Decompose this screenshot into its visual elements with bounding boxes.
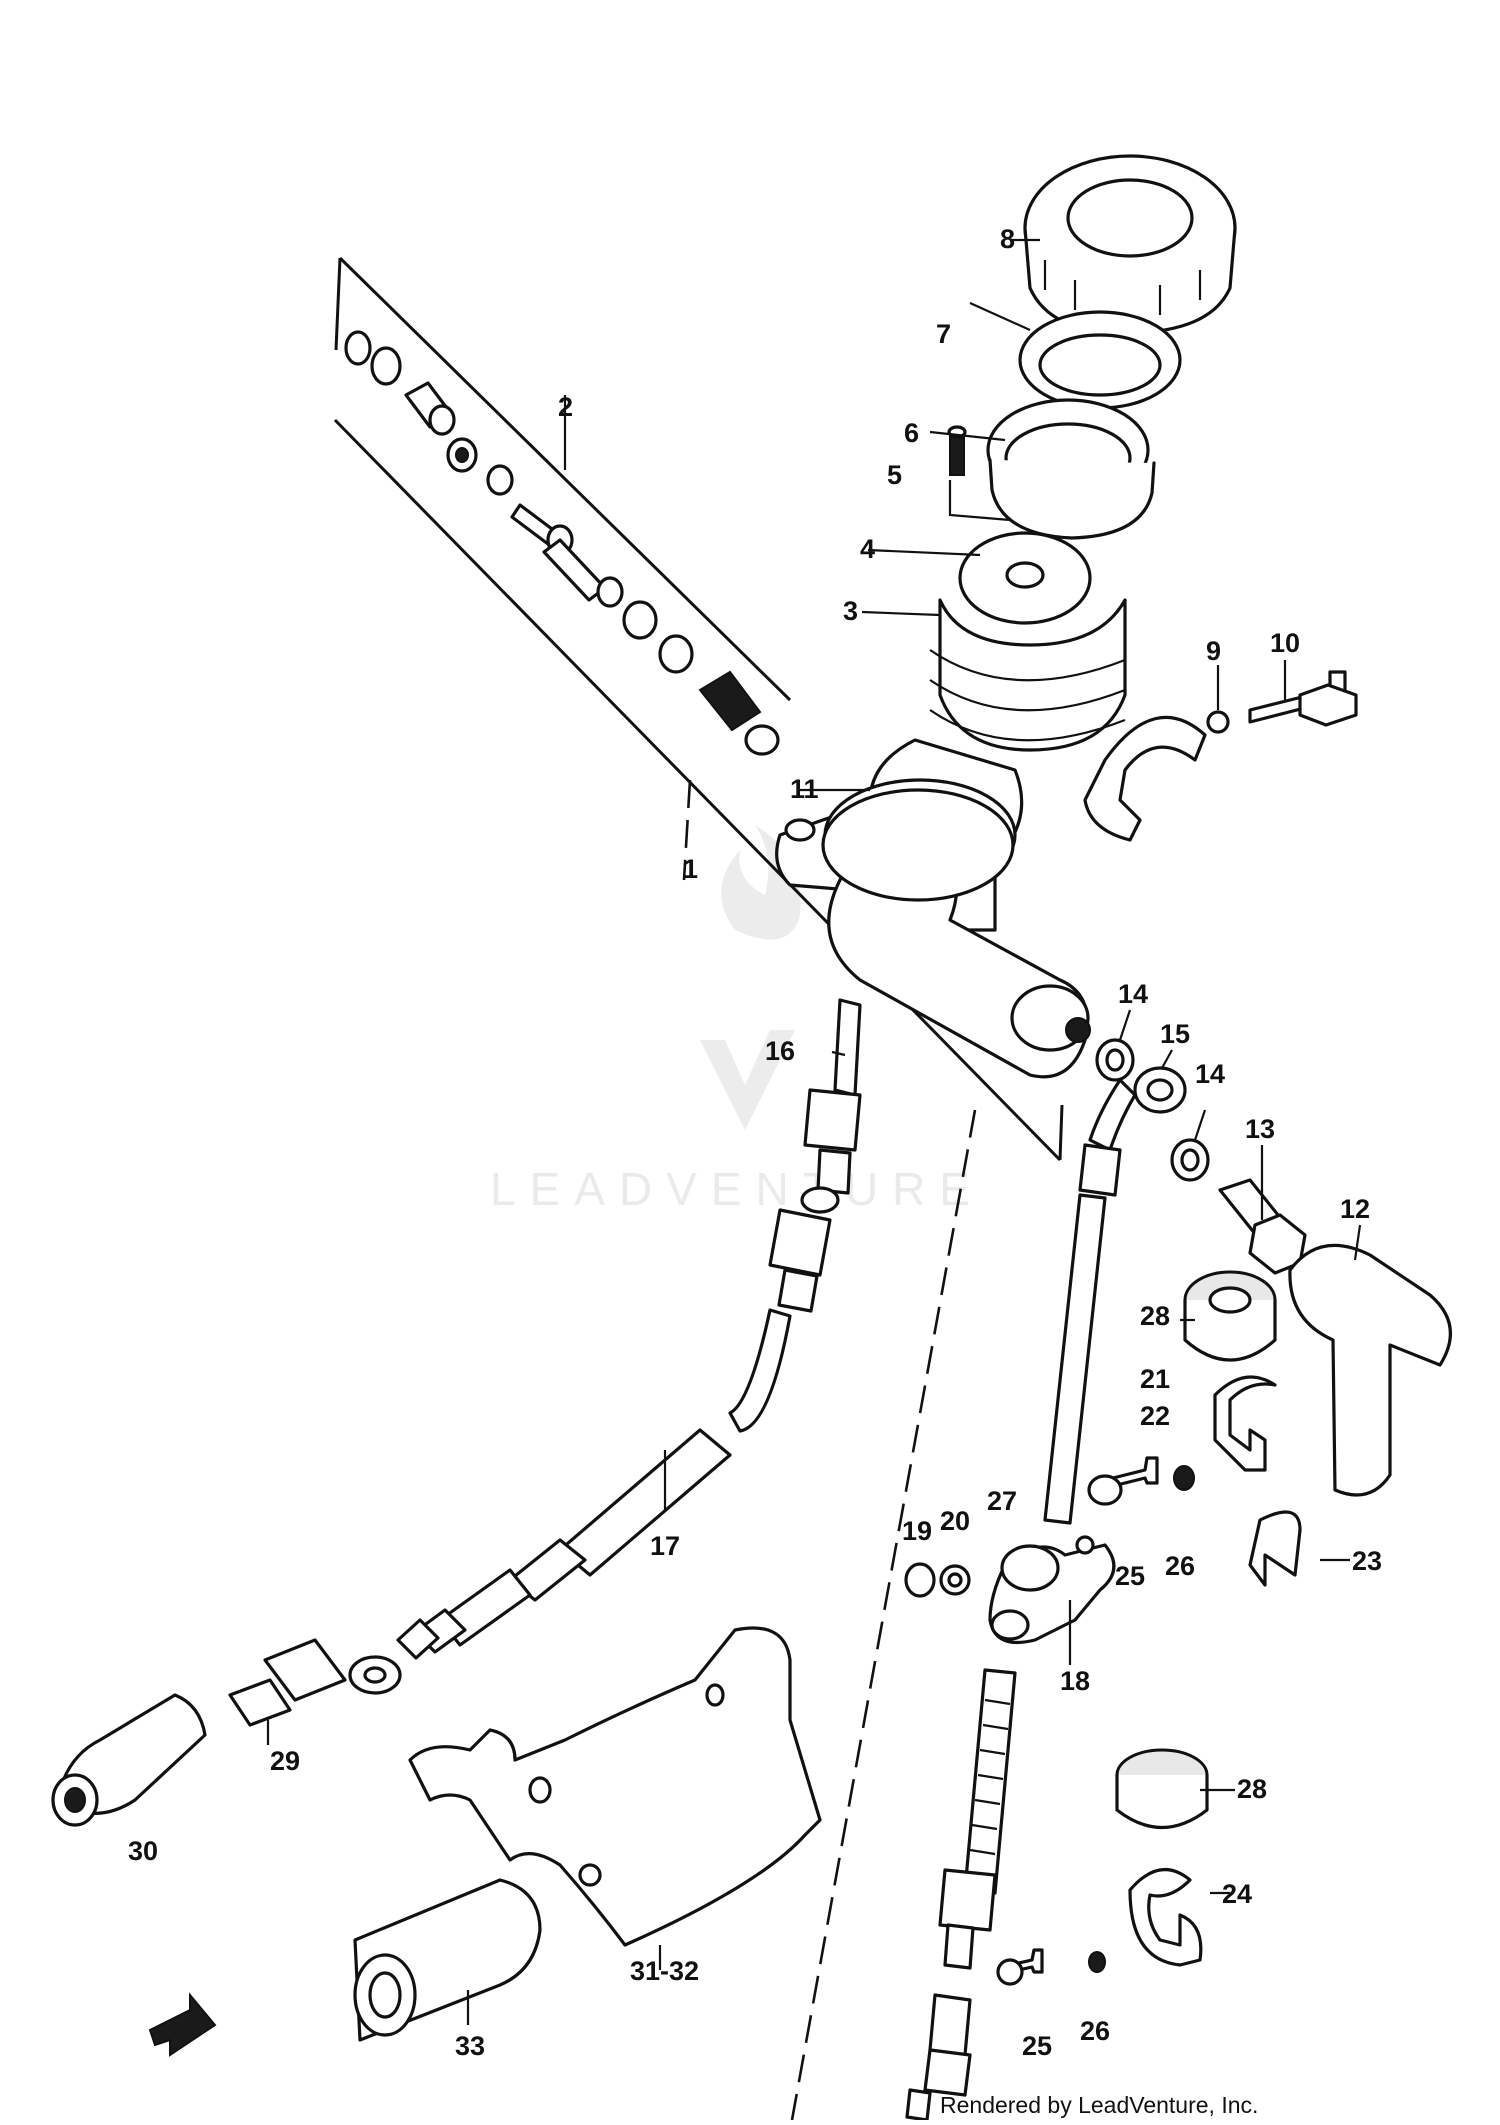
- assembly-bracket: [333, 256, 1064, 2121]
- callout-10: 10: [1270, 628, 1300, 658]
- callout-6: 6: [904, 418, 919, 448]
- callout-5: 5: [887, 460, 902, 490]
- callout-21: 21: [1140, 1364, 1170, 1394]
- watermark-v-icon: [700, 1030, 795, 1130]
- callout-3: 3: [843, 596, 858, 626]
- grommets-and-clips: [1115, 1243, 1452, 1967]
- callout-11: 11: [790, 774, 819, 804]
- handlebar-clamp: [1083, 670, 1358, 842]
- leader-lines: [266, 238, 1362, 2025]
- callout-20: 20: [940, 1506, 970, 1536]
- callout-15: 15: [1160, 1019, 1190, 1049]
- callout-33: 33: [455, 2031, 485, 2061]
- left-hose: [348, 998, 862, 1695]
- callout-14a: 14: [1118, 979, 1148, 1009]
- callout-12: 12: [1340, 1194, 1370, 1224]
- callout-26a: 26: [1165, 1551, 1195, 1581]
- banjo-fittings: [1095, 1038, 1307, 1275]
- direction-arrow-icon: [148, 1992, 217, 2057]
- callout-8: 8: [1000, 224, 1015, 254]
- callout-31-32: 31-32: [630, 1956, 699, 1986]
- callout-25a: 25: [1115, 1561, 1145, 1591]
- right-hose: [905, 1078, 1137, 2122]
- callout-22: 22: [1140, 1401, 1170, 1431]
- small-hardware: [904, 1456, 1195, 1986]
- callout-30: 30: [128, 1836, 158, 1866]
- callout-19: 19: [902, 1516, 932, 1546]
- callout-26b: 26: [1080, 2016, 1110, 2046]
- callout-9: 9: [1206, 636, 1221, 666]
- callout-1: 1: [683, 854, 698, 884]
- callout-14b: 14: [1195, 1059, 1225, 1089]
- hose-end-fittings: [51, 1638, 347, 1827]
- callout-29: 29: [270, 1746, 300, 1776]
- callout-2: 2: [558, 392, 573, 422]
- callout-23: 23: [1352, 1546, 1382, 1576]
- reservoir-parts: [929, 154, 1237, 752]
- callout-27: 27: [987, 1486, 1017, 1516]
- callout-18: 18: [1060, 1666, 1090, 1696]
- callout-4: 4: [860, 534, 875, 564]
- callout-7: 7: [936, 319, 951, 349]
- callout-28b: 28: [1237, 1774, 1267, 1804]
- footer-credit: Rendered by LeadVenture, Inc.: [940, 2092, 1259, 2118]
- callout-13: 13: [1245, 1114, 1275, 1144]
- callout-17: 17: [650, 1531, 680, 1561]
- watermark-text: LEADVENTURE: [490, 1163, 984, 1215]
- watermark: LEADVENTURE: [490, 825, 984, 1215]
- master-cylinder-body: [775, 738, 1091, 1079]
- callout-25b: 25: [1022, 2031, 1052, 2061]
- mounting-bracket: [353, 1626, 822, 2042]
- callout-24: 24: [1222, 1879, 1252, 1909]
- callout-28a: 28: [1140, 1301, 1170, 1331]
- callout-labels: 1 2 3 4 5 6 7 8 9 10 11 12 13 14 14 15 1…: [128, 224, 1382, 2061]
- piston-kit-parts: [344, 330, 780, 756]
- callout-16: 16: [765, 1036, 795, 1066]
